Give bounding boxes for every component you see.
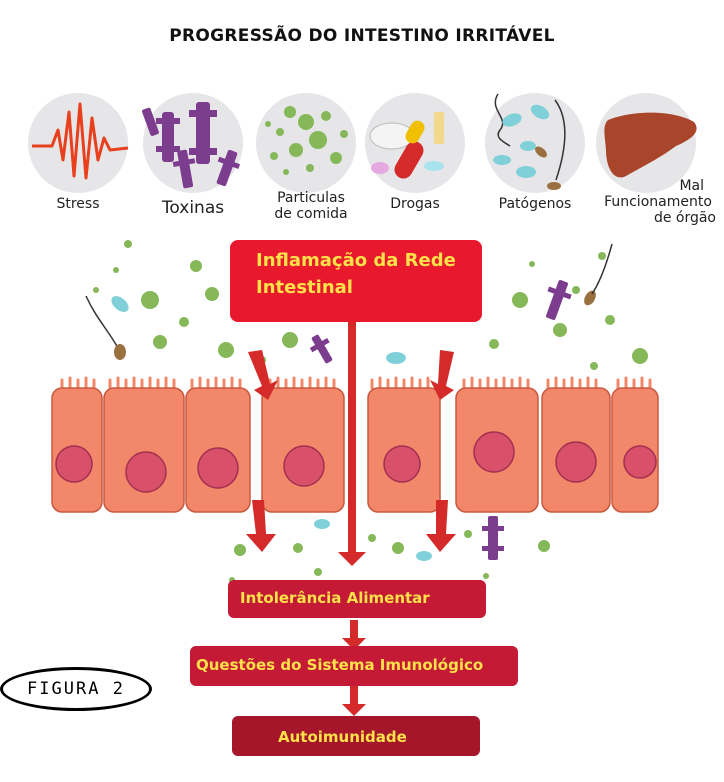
- cause-label-drugs: Drogas: [390, 196, 440, 212]
- cause-label-organ-line3: de órgão: [653, 210, 716, 226]
- inflammation-box: [230, 240, 482, 322]
- autoimmunity-box: [232, 716, 480, 756]
- food-particles-circle: [256, 93, 356, 193]
- stress-wave-icon: [32, 102, 129, 180]
- immune-box: [190, 646, 518, 686]
- cause-label-organ-line2: Funcionamento: [604, 194, 712, 210]
- pills-icon: [369, 112, 444, 179]
- toxin-molecule-icon: [142, 102, 241, 189]
- pathogens-scatter: [85, 243, 613, 561]
- intolerance-label: Intolerância Alimentar: [240, 589, 430, 607]
- diagram-title: PROGRESSÃO DO INTESTINO IRRITÁVEL: [169, 26, 555, 46]
- immune-label: Questões do Sistema Imunológico: [196, 656, 484, 674]
- cause-label-stress: Stress: [56, 196, 100, 212]
- food-particles-icon: [265, 106, 348, 175]
- inflammation-label: Inflamação da Rede Intestinal: [256, 247, 456, 301]
- cause-label-food: Particulas de comida: [256, 190, 366, 222]
- cause-label-organ: Mal Funcionamento de órgão: [594, 178, 722, 226]
- cause-label-food-line1: Particulas: [277, 190, 345, 206]
- autoimmunity-label: Autoimunidade: [278, 728, 407, 746]
- liver-icon: [604, 112, 697, 178]
- toxins-scatter: [309, 280, 572, 560]
- intestinal-lining: [51, 376, 659, 513]
- cause-label-pathogens: Patógenos: [498, 196, 572, 212]
- cause-label-food-line2: de comida: [274, 206, 348, 222]
- cause-label-organ-line1: Mal: [679, 178, 704, 194]
- pathogens-icon: [493, 93, 566, 190]
- inflammation-label-line2: Intestinal: [256, 277, 353, 298]
- flow-arrows: [246, 320, 456, 716]
- food-particles-scatter: [93, 240, 648, 583]
- figure-label: FIGURA 2: [0, 667, 152, 711]
- cause-label-toxins: Toxinas: [161, 198, 225, 218]
- intolerance-box: [228, 580, 486, 618]
- inflammation-label-line1: Inflamação da Rede: [256, 250, 456, 271]
